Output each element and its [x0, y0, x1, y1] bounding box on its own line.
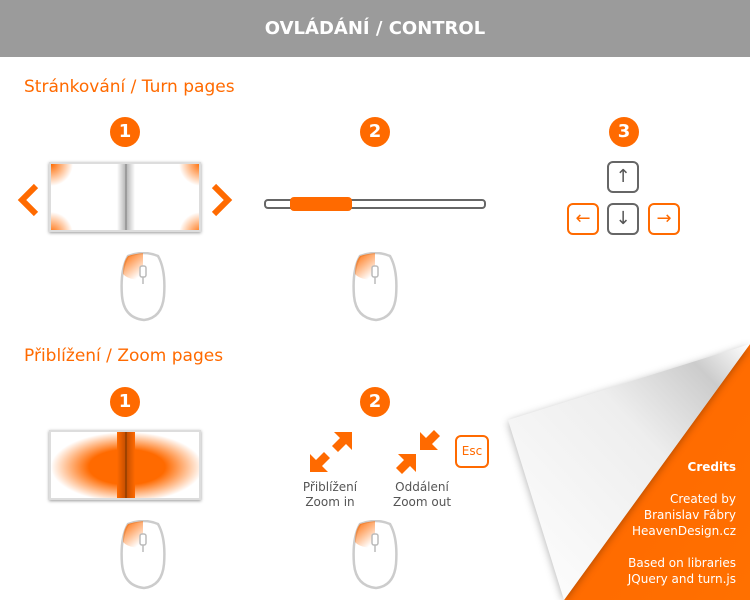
page-curl[interactable]: [500, 338, 750, 600]
step-badge: 1: [110, 117, 140, 147]
mouse-left-click-icon: [120, 252, 166, 322]
book-illustration: [49, 162, 201, 232]
credits-libraries: Based on libraries JQuery and turn.js: [627, 556, 736, 586]
zoomed-book-illustration: [49, 430, 201, 500]
step-badge: 3: [609, 117, 639, 147]
key-up: ↑: [607, 161, 639, 193]
page-slider[interactable]: [264, 194, 488, 214]
step-badge: 2: [360, 117, 390, 147]
zoom-in-icon: [310, 432, 352, 472]
step-badge: 2: [360, 387, 390, 417]
mouse-scroll-icon: [352, 520, 398, 590]
key-esc: Esc: [455, 435, 489, 468]
credits-author: Created by Branislav Fábry HeavenDesign.…: [632, 492, 736, 538]
chevron-left-icon: [17, 183, 39, 217]
step-badge: 1: [110, 387, 140, 417]
zoom-pages-heading: Přiblížení / Zoom pages: [24, 346, 224, 366]
key-right: →: [648, 203, 680, 235]
zoom-out-icon: [396, 430, 440, 474]
mouse-double-click-icon: [120, 520, 166, 590]
turn-pages-heading: Stránkování / Turn pages: [24, 77, 235, 97]
credits-title: Credits: [687, 460, 736, 474]
chevron-right-icon: [211, 183, 233, 217]
header-title: OVLÁDÁNÍ / CONTROL: [0, 0, 750, 57]
author-link[interactable]: HeavenDesign.cz: [632, 524, 736, 538]
key-down: ↓: [607, 203, 639, 235]
key-left: ←: [567, 203, 599, 235]
mouse-drag-icon: [352, 252, 398, 322]
